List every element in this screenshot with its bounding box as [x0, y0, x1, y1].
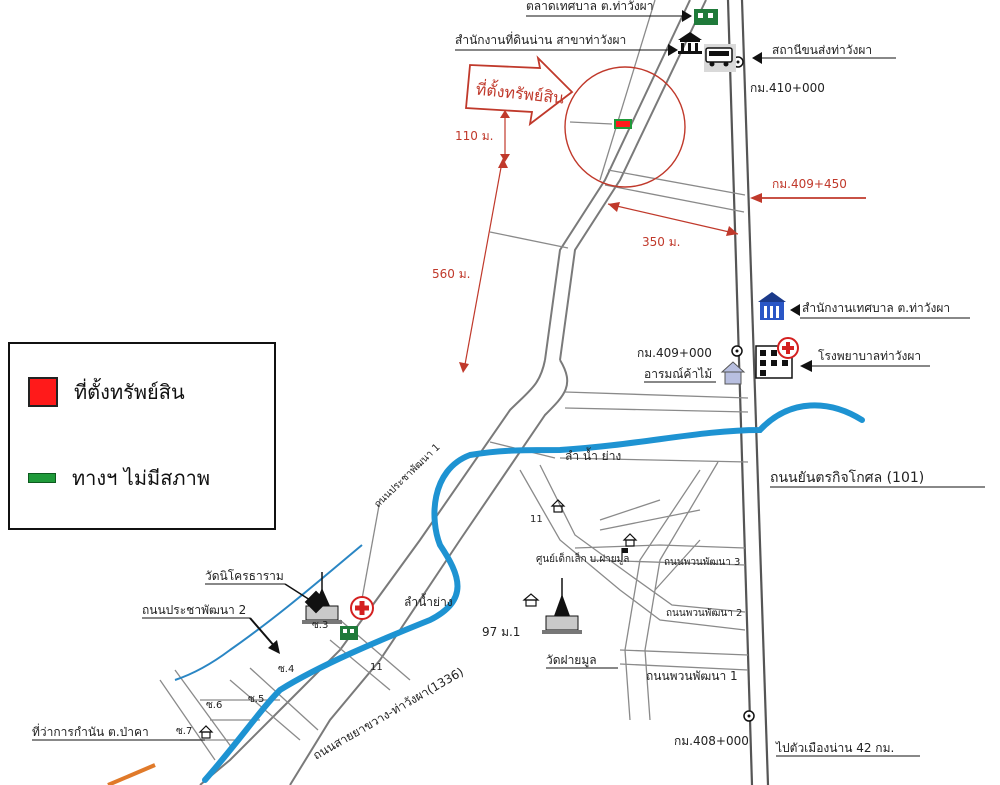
prachapattana1-label: ถนนประชาพัฒนา 1: [372, 442, 442, 510]
stupa-icon-2: [542, 578, 582, 634]
km-408-label: กม.408+000: [674, 734, 749, 748]
land-office-landmark: สำนักงานที่ดินน่าน สาขาท่าวังผา: [455, 31, 702, 56]
property-marker: [614, 119, 632, 129]
no11-b-label: 11: [370, 662, 383, 673]
village-office-landmark: ที่ว่าการกำนัน ต.ป่าคา: [32, 723, 205, 741]
distance-560-label: 560 ม.: [432, 267, 470, 281]
km-408-marker: กม.408+000: [674, 710, 755, 748]
river-yang: [202, 402, 865, 783]
legend-row-property: ที่ตั้งทรัพย์สิน: [28, 376, 185, 408]
school-icon: [340, 626, 358, 640]
bus-station-landmark: สถานีขนส่งท่าวังผา: [704, 43, 896, 72]
small-house-icon-3: [198, 725, 214, 739]
map-legend: ที่ตั้งทรัพย์สิน ทางฯ ไม่มีสภาพ: [8, 342, 276, 530]
puanpattana2-label: ถนนพวนพัฒนา 2: [666, 608, 742, 619]
health-center-icon: [350, 596, 374, 620]
distance-350-label: 350 ม.: [642, 235, 680, 249]
property-swatch: [28, 377, 58, 407]
soi6-label: ซ.6: [206, 700, 222, 711]
prachapattana2-landmark: ถนนประชาพัฒนา 2: [142, 603, 280, 654]
distance-350: 350 ม.: [607, 202, 739, 249]
road-network: [159, 0, 749, 785]
highway-road: [726, 0, 770, 785]
canal-left: [174, 544, 363, 681]
municipal-office-label: สำนักงานเทศบาล ต.ท่าวังผา: [802, 301, 950, 315]
property-arrow: ที่ตั้งทรัพย์สิน: [465, 55, 574, 127]
legend-property-label: ที่ตั้งทรัพย์สิน: [74, 380, 185, 404]
distance-560: 560 ม.: [432, 158, 508, 373]
km-410-marker: กม.410+000: [732, 56, 825, 95]
prachapattana2-label: ถนนประชาพัฒนา 2: [142, 603, 246, 617]
temple-faimoon: วัดฝายมูล: [542, 578, 618, 669]
temple-1-label: วัดนิโครธาราม: [205, 569, 284, 583]
soi3-label: ซ.3: [312, 620, 328, 631]
property-radius-circle: [564, 66, 686, 188]
puanpattana1-label: ถนนพวนพัฒนา 1: [646, 669, 738, 683]
village-house-icon: [522, 593, 540, 607]
km-410-label: กม.410+000: [750, 81, 825, 95]
municipal-office-landmark: สำนักงานเทศบาล ต.ท่าวังผา: [758, 292, 970, 320]
village-office-label: ที่ว่าการกำนัน ต.ป่าคา: [32, 723, 149, 739]
km-409-marker: กม.409+000: [637, 345, 743, 360]
hospital-landmark: โรงพยาบาลท่าวังผา: [755, 337, 930, 379]
market-landmark: ตลาดเทศบาล ต.ท่าวังผา: [526, 0, 718, 25]
market-label: ตลาดเทศบาล ต.ท่าวังผา: [526, 0, 653, 13]
highway-label: ถนนยันตรกิจโกศล (101): [770, 469, 924, 486]
flag-icon: [621, 548, 628, 560]
government-building-icon: [678, 32, 702, 54]
km-409-450-label: กม.409+450: [772, 177, 847, 191]
market-icon: [694, 9, 718, 25]
wood-shop-label: อารมณ์ค้าไม้: [644, 367, 712, 381]
river-left-label: ลำน้ำย่าง: [404, 593, 453, 609]
soi7-label: ซ.7: [176, 726, 192, 737]
temple-2-label: วัดฝายมูล: [546, 653, 597, 668]
soi5-label: ซ.5: [248, 694, 264, 705]
km-409-450-marker: กม.409+450: [750, 177, 866, 203]
municipal-building-icon: [758, 292, 786, 320]
child-center-label: ศูนย์เด็กเล็ก บ.ฝายมูล: [536, 551, 629, 565]
to-city-label: ไปตัวเมืองน่าน 42 กม.: [775, 741, 894, 755]
small-house-icon-1: [550, 499, 566, 513]
small-house-icon-2: [622, 533, 638, 547]
legend-road-label: ทางฯ ไม่มีสภาพ: [72, 466, 210, 490]
soi4-label: ซ.4: [278, 664, 294, 675]
temple-nikrodharam: วัดนิโครธาราม: [205, 569, 342, 624]
hospital-label: โรงพยาบาลท่าวังผา: [818, 349, 921, 363]
distance-110: 110 ม.: [455, 110, 510, 162]
distance-110-label: 110 ม.: [455, 129, 493, 143]
bus-station-label: สถานีขนส่งท่าวังผา: [772, 43, 872, 57]
road-swatch: [28, 473, 56, 483]
moo1-label: 97 ม.1: [482, 625, 520, 639]
river-top-label: ลำ น้ำ ย่าง: [565, 447, 621, 463]
house-icon: [720, 361, 746, 385]
land-office-label: สำนักงานที่ดินน่าน สาขาท่าวังผา: [455, 31, 626, 47]
bus-icon: [705, 47, 733, 67]
puanpattana3-label: ถนนพวนพัฒนา 3: [664, 557, 740, 568]
legend-row-road: ทางฯ ไม่มีสภาพ: [28, 462, 210, 494]
wood-shop-landmark: อารมณ์ค้าไม้: [644, 361, 746, 385]
saiyamaxwang-label: ถนนสายยาขวาง-ท่าวังผา(1336): [311, 665, 466, 763]
hospital-cross-icon: [777, 337, 799, 359]
km-409-label: กม.409+000: [637, 346, 712, 360]
orange-road-segment: [107, 763, 156, 785]
no11-a-label: 11: [530, 514, 543, 525]
